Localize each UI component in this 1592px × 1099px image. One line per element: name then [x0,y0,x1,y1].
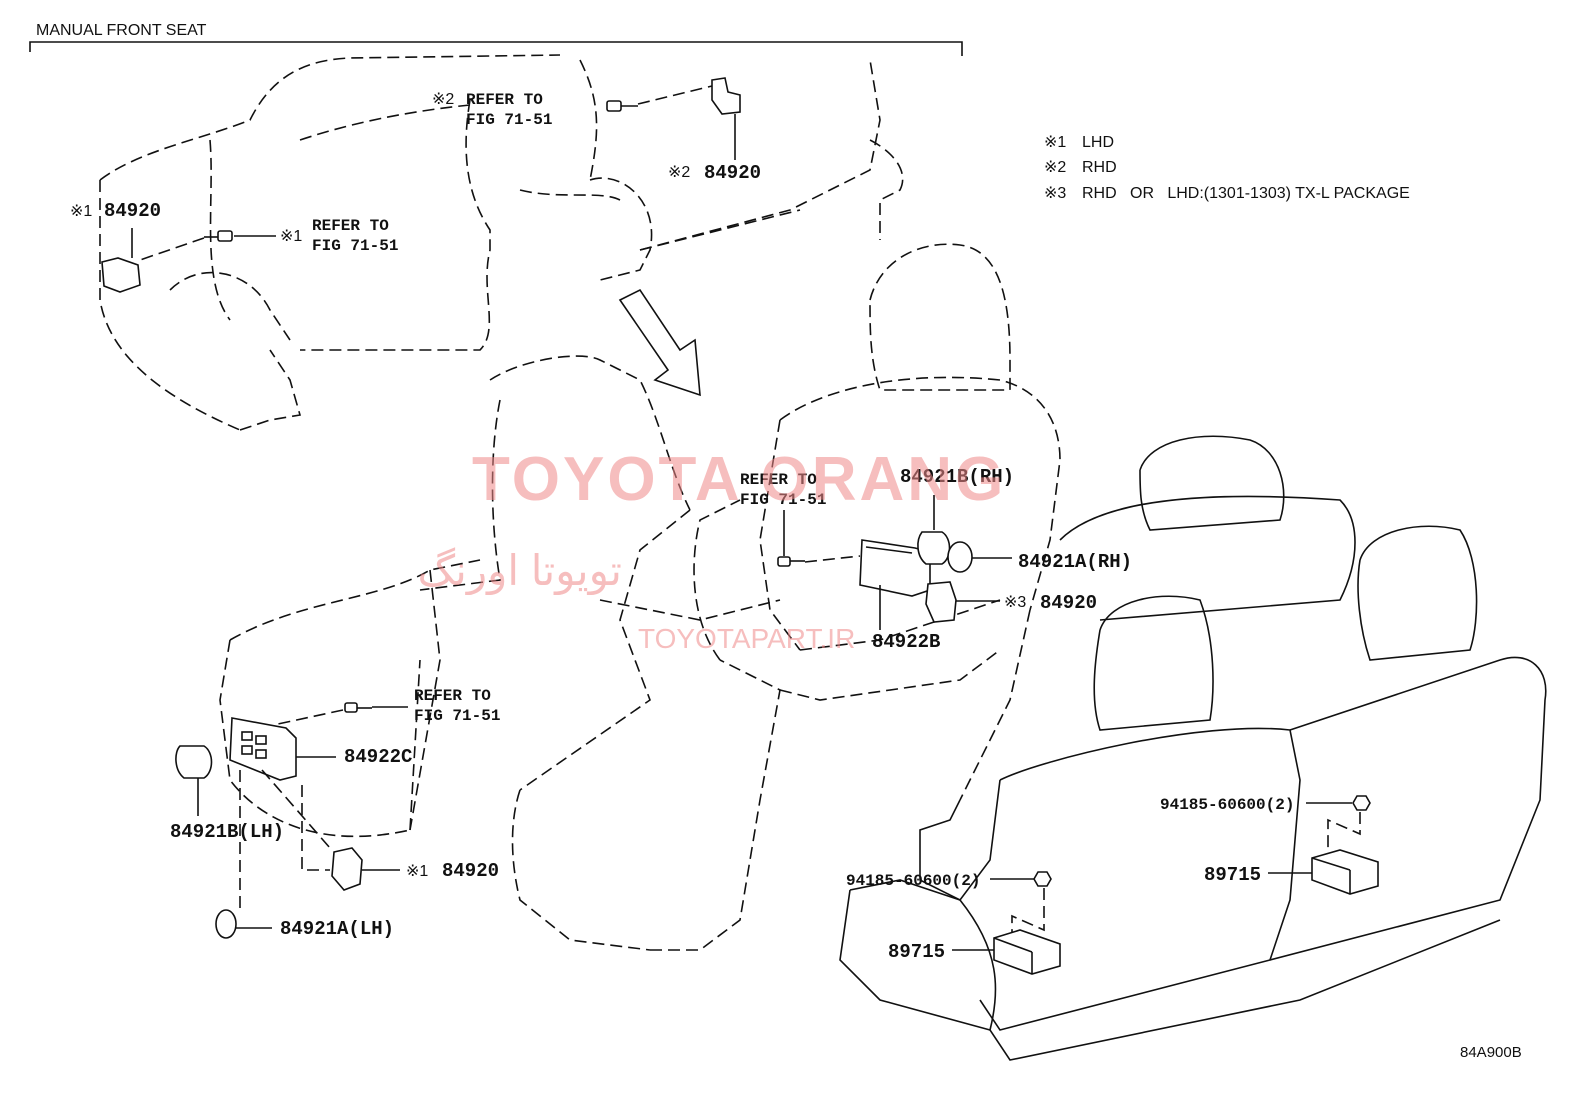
part-84920-top-rhd-shape [711,77,741,115]
label-89715-right: 89715 [1204,864,1261,886]
label-89715-left: 89715 [888,941,945,963]
ref-left-line2: FIG 71-51 [312,237,398,255]
part-84921b-lh-shape [175,745,213,779]
legend-text-2: RHD [1082,159,1117,176]
watermark-site: TOYOTAPART.IR [638,623,855,654]
watermark-main: TOYOTA ORANG [472,445,1006,514]
bolt-low [344,702,372,713]
legend-mark-1: ※1 [1044,134,1066,151]
center-seat-outline [759,243,1061,801]
nut-left [1033,871,1052,887]
mark-84920-mid: ※3 [1004,594,1026,611]
legend-mark-3: ※3 [1044,185,1066,202]
leader-mid-dash [804,555,861,563]
part-84920-mid-shape [925,581,957,623]
legend-mark-2: ※2 [1044,159,1066,176]
ref-low-line1: REFER TO [414,687,491,705]
second-row-seat-outline [219,355,1001,951]
section-title: MANUAL FRONT SEAT [36,22,207,39]
leader-94185-left-dash [1011,888,1045,940]
label-84921b-lh: 84921B(LH) [170,821,284,843]
leader-low-dash [277,709,344,725]
label-84922c: 84922C [344,746,412,768]
part-84922c-shape [229,717,297,781]
legend: ※1 LHD ※2 RHD ※3 RHD OR LHD:(1301-1303) … [1044,134,1410,202]
part-84921b-rh-shape [917,531,951,565]
bolt-mid [777,556,805,567]
mark-ref-left: ※1 [280,228,302,245]
mark-84920-top-lhd: ※1 [70,203,92,220]
bolt-left [204,230,233,242]
mark-84920-top-rhd: ※2 [668,164,690,181]
part-84920-low-shape [331,847,363,891]
ref-top-line1: REFER TO [466,91,543,109]
ref-low-line2: FIG 71-51 [414,707,500,725]
leader-94185-right-dash [1327,812,1361,860]
leader-left-dash [139,237,205,261]
label-84922b: 84922B [872,631,940,653]
watermark-persian: تویوتا اورنگ [418,547,622,595]
label-94185-left: 94185-60600(2) [846,872,980,890]
legend-text-1: LHD [1082,134,1114,151]
bolt-top [606,100,638,112]
label-84921b-rh: 84921B(RH) [900,466,1014,488]
legend-text-3: RHD OR LHD:(1301-1303) TX-L PACKAGE [1082,185,1410,202]
diagram-code: 84A900B [1460,1044,1522,1061]
label-84920-top-rhd: 84920 [704,162,761,184]
part-89715-left-shape [993,929,1061,975]
section-bracket [29,41,963,56]
part-89715-right-shape [1311,849,1379,895]
nut-right [1352,795,1371,811]
leader-top-rhd [637,85,713,105]
label-84920-low: 84920 [442,860,499,882]
part-84921a-rh-shape [947,541,973,573]
manual-front-seat-outline [99,54,904,431]
label-84920-top-lhd: 84920 [104,200,161,222]
third-row-seat-outline [839,435,1547,1061]
part-84920-top-lhd-shape [101,257,141,293]
view-arrow [618,288,701,397]
ref-top-line2: FIG 71-51 [466,111,552,129]
label-84920-mid: 84920 [1040,592,1097,614]
label-94185-right: 94185-60600(2) [1160,796,1294,814]
ref-left-line1: REFER TO [312,217,389,235]
label-84921a-lh: 84921A(LH) [280,918,394,940]
leader-84922c-dash2 [301,785,330,871]
mark-84920-low: ※1 [406,863,428,880]
ref-mid-line1: REFER TO [740,471,817,489]
label-84921a-rh: 84921A(RH) [1018,551,1132,573]
ref-mid-line2: FIG 71-51 [740,491,826,509]
mark-top-rhd-ref: ※2 [432,91,454,108]
part-84921a-lh-shape [215,909,237,939]
